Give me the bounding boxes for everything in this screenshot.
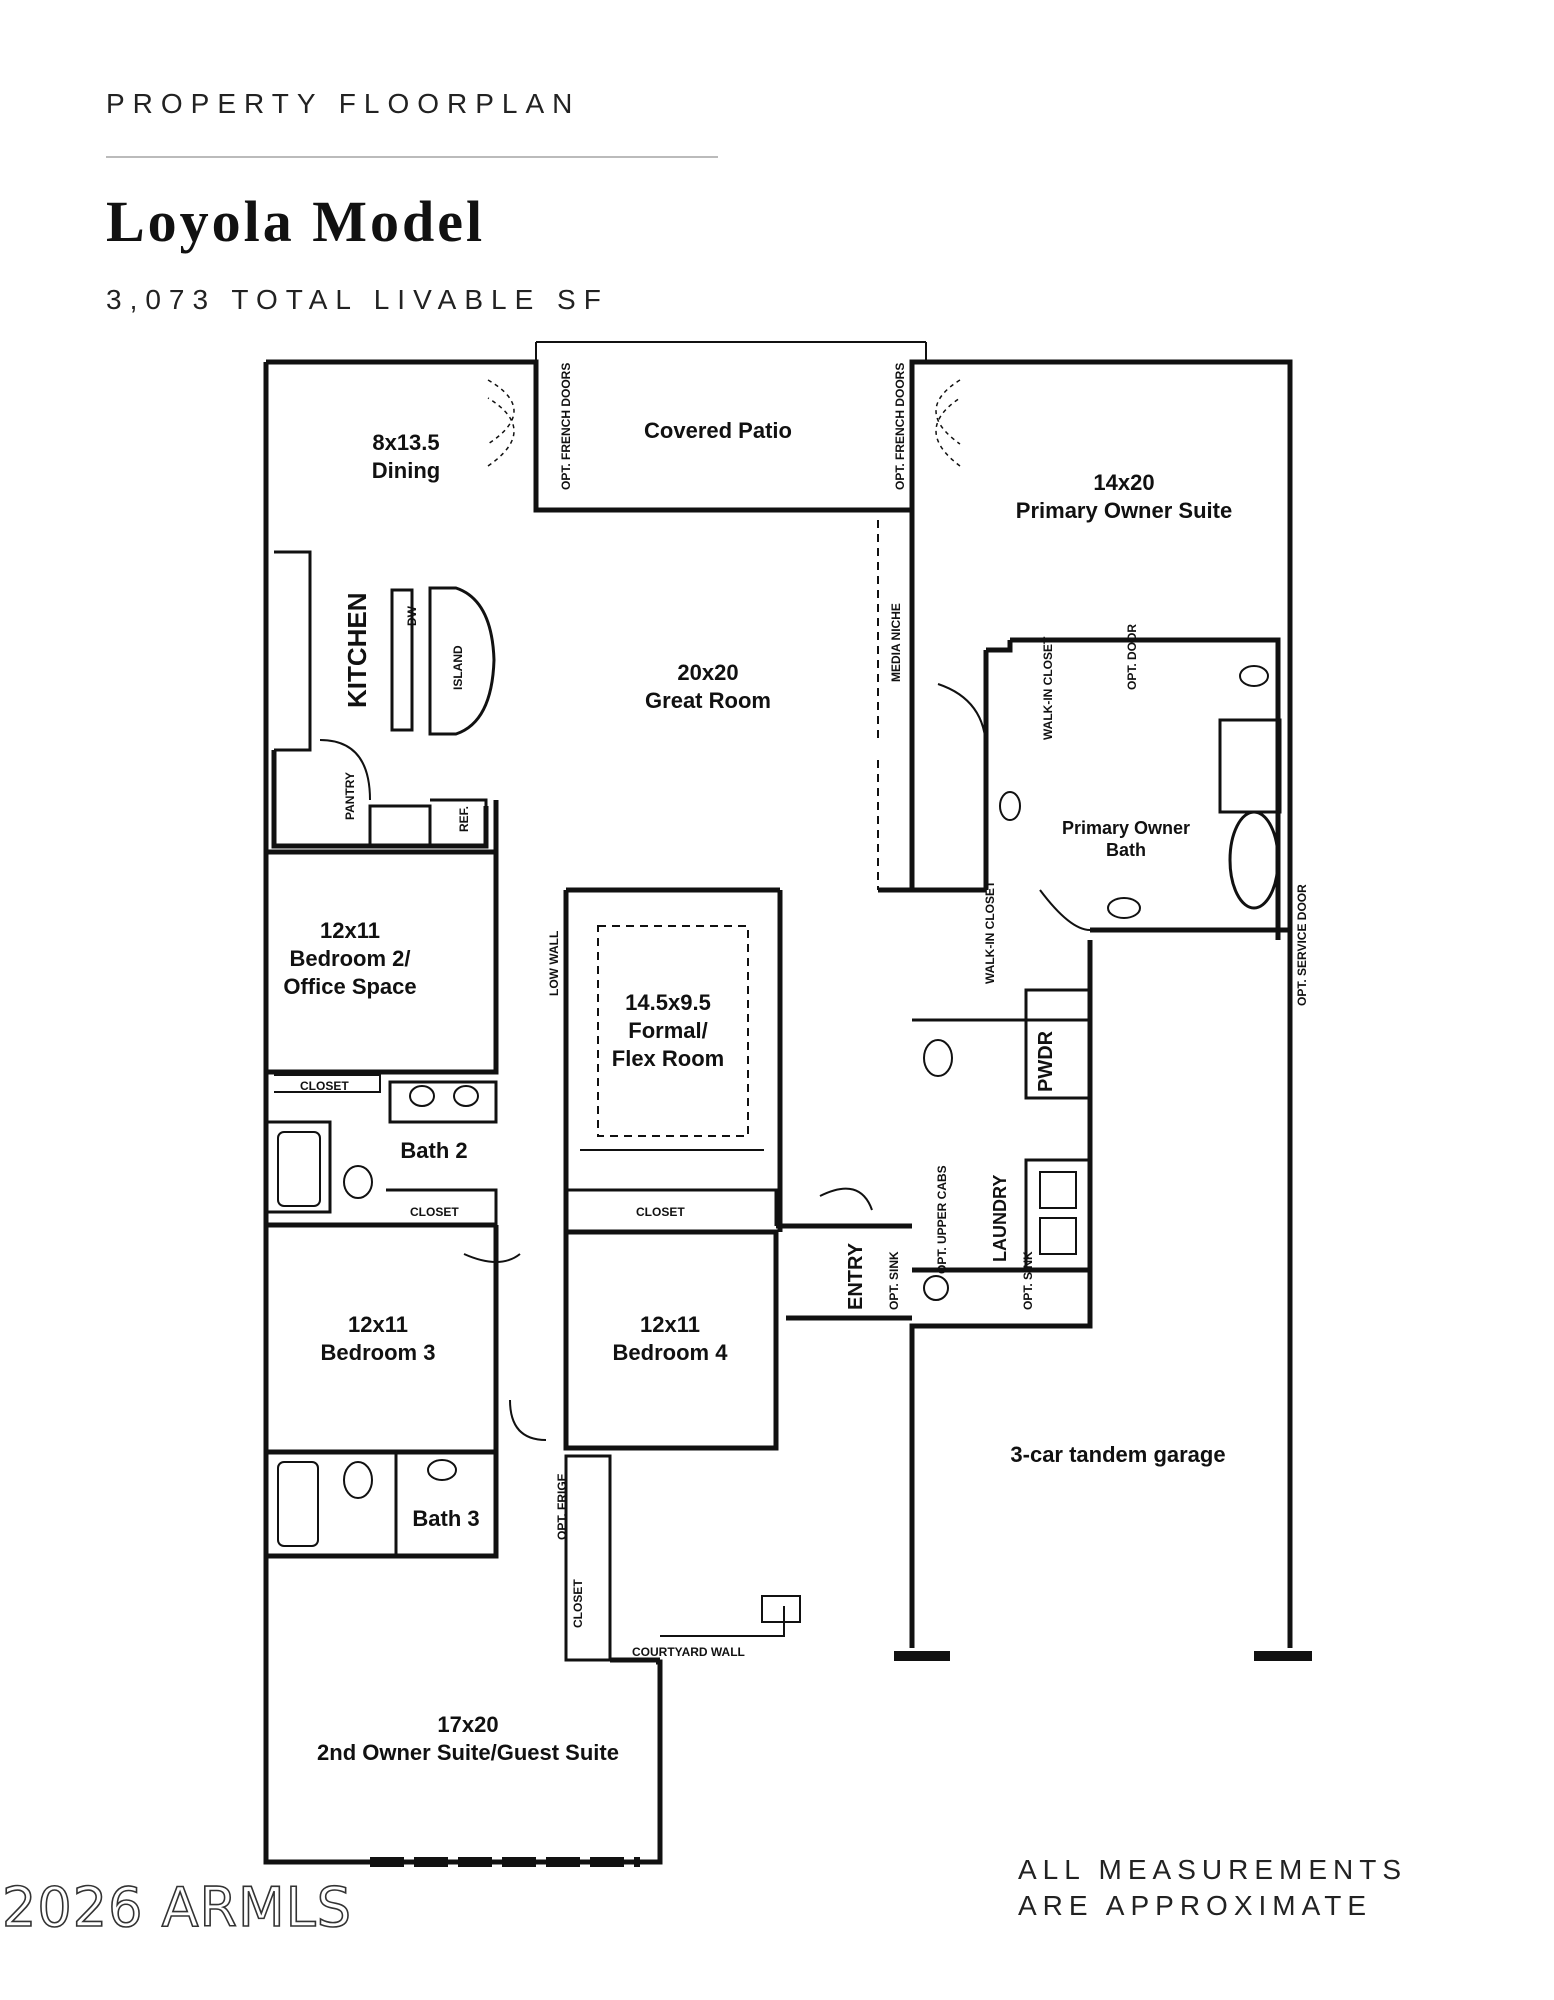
great-room-label: Great Room	[645, 688, 771, 713]
header-kicker: PROPERTY FLOORPLAN	[106, 88, 581, 119]
laundry-label: LAUNDRY	[990, 1175, 1010, 1262]
entry-opt-sink-label: OPT. SINK	[887, 1251, 901, 1310]
primary-suite-label: Primary Owner Suite	[1016, 498, 1232, 523]
bath2-closet-label: CLOSET	[410, 1205, 459, 1219]
great-room-size-label: 20x20	[677, 660, 738, 685]
powder-room-label: PWDR	[1035, 1030, 1057, 1092]
laundry-opt-sink-label: OPT. SINK	[1021, 1251, 1035, 1310]
bedroom4-size-label: 12x11	[640, 1312, 700, 1337]
flex-closet-label: CLOSET	[636, 1205, 685, 1219]
suite2-closet-label: CLOSET	[571, 1579, 585, 1628]
opt-upper-cabs-label: OPT. UPPER CABS	[935, 1165, 949, 1274]
header-divider	[106, 156, 718, 158]
opt-french-doors-right-label: OPT. FRENCH DOORS	[893, 363, 907, 490]
armls-watermark: 2026 ARMLS	[1, 1875, 353, 1940]
bedroom4-label: Bedroom 4	[613, 1340, 729, 1365]
primary-suite-size-label: 14x20	[1093, 470, 1154, 495]
courtyard-wall-label: COURTYARD WALL	[632, 1645, 745, 1659]
dining-label: Dining	[372, 458, 440, 483]
bath3-label: Bath 3	[412, 1506, 479, 1531]
refrigerator-label: REF.	[457, 806, 471, 832]
measurement-note-line2: ARE APPROXIMATE	[1018, 1890, 1372, 1921]
bedroom2-closet-label: CLOSET	[300, 1079, 349, 1093]
bedroom2-label-line1: Bedroom 2/	[289, 946, 410, 971]
bedroom3-label: Bedroom 3	[321, 1340, 436, 1365]
livable-area: 3,073 TOTAL LIVABLE SF	[106, 284, 609, 315]
flex-room-size-label: 14.5x9.5	[625, 990, 711, 1015]
primary-lower-walk-in-closet-label: WALK-IN CLOSET	[983, 880, 997, 984]
measurement-note-line1: ALL MEASUREMENTS	[1018, 1854, 1408, 1885]
measurement-note: ALL MEASUREMENTS ARE APPROXIMATE	[1018, 1852, 1407, 1924]
entry-label: ENTRY	[845, 1242, 867, 1310]
covered-patio-label: Covered Patio	[644, 418, 792, 443]
garage-label: 3-car tandem garage	[1010, 1442, 1225, 1467]
flex-room-label-line2: Flex Room	[612, 1046, 724, 1071]
opt-service-door-label: OPT. SERVICE DOOR	[1295, 884, 1309, 1006]
kitchen-label: KITCHEN	[342, 592, 372, 708]
suite2-size-label: 17x20	[437, 1712, 498, 1737]
bedroom3-size-label: 12x11	[348, 1312, 408, 1337]
primary-bath-label-line1: Primary Owner	[1062, 818, 1190, 838]
dishwasher-label: DW	[405, 605, 419, 626]
low-wall-label: LOW WALL	[547, 931, 561, 996]
primary-walk-in-closet-label: WALK-IN CLOSET	[1041, 636, 1055, 740]
media-niche-label: MEDIA NICHE	[889, 603, 903, 682]
opt-door-label: OPT. DOOR	[1125, 624, 1139, 690]
opt-frige-label: OPT. FRIGE	[555, 1473, 569, 1540]
pantry-label: PANTRY	[343, 772, 357, 820]
bedroom2-size-label: 12x11	[320, 918, 380, 943]
flex-room-label-line1: Formal/	[628, 1018, 707, 1043]
suite2-label: 2nd Owner Suite/Guest Suite	[317, 1740, 619, 1765]
primary-bath-label-line2: Bath	[1106, 840, 1146, 860]
dining-size-label: 8x13.5	[372, 430, 439, 455]
model-title: Loyola Model	[106, 189, 486, 254]
island-label: ISLAND	[451, 645, 465, 690]
opt-french-doors-left-label: OPT. FRENCH DOORS	[559, 363, 573, 490]
exterior-wall	[263, 362, 663, 1865]
bedroom2-label-line2: Office Space	[283, 974, 416, 999]
bath2-label: Bath 2	[400, 1138, 467, 1163]
